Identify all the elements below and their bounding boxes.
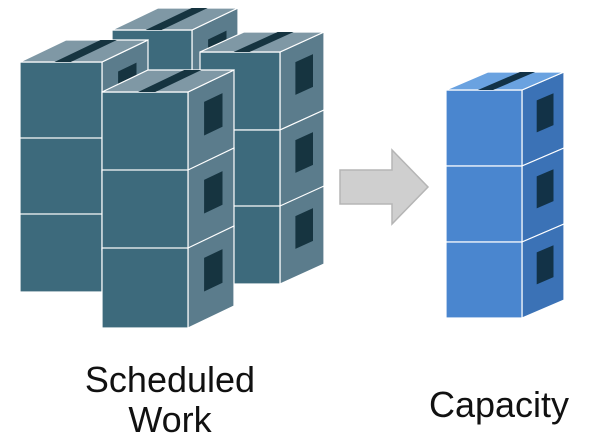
box-front-face <box>445 165 523 243</box>
box-tape-label <box>536 93 554 133</box>
box-tape-label <box>295 208 313 249</box>
work-box <box>199 109 325 209</box>
right-arrow-icon <box>339 148 430 226</box>
box-top-tape <box>145 8 208 30</box>
box-tape-label <box>536 245 554 285</box>
scheduled-work-label: Scheduled Work <box>40 360 300 440</box>
box-tape-label <box>536 169 554 209</box>
box-tape-label <box>204 249 223 292</box>
box-tape-label <box>295 132 313 173</box>
capacity-box <box>445 71 565 167</box>
box-front-face <box>445 241 523 319</box>
work-box <box>101 69 235 173</box>
work-box <box>101 225 235 329</box>
box-front-face <box>19 213 103 293</box>
scheduled-work-box-stack <box>19 7 325 329</box>
box-top-tape <box>54 40 117 62</box>
work-box <box>101 147 235 251</box>
capacity-box <box>445 223 565 319</box>
box-front-face <box>101 91 189 173</box>
box-tape-label <box>295 54 313 95</box>
box-top-tape <box>138 70 202 92</box>
box-top-tape <box>477 72 536 90</box>
scheduled-label-line2: Work <box>128 399 212 440</box>
box-tape-label <box>204 93 223 136</box>
box-tape-label <box>204 171 223 214</box>
box-top-tape <box>233 32 294 52</box>
box-front-face <box>19 137 103 217</box>
box-front-face <box>445 89 523 167</box>
capacity-box-stack <box>445 71 565 319</box>
box-front-face <box>19 61 103 141</box>
box-front-face <box>101 169 189 251</box>
capacity-box <box>445 147 565 243</box>
capacity-label: Capacity <box>428 384 570 425</box>
box-front-face <box>101 247 189 329</box>
scheduled-label-line1: Scheduled <box>84 359 256 400</box>
